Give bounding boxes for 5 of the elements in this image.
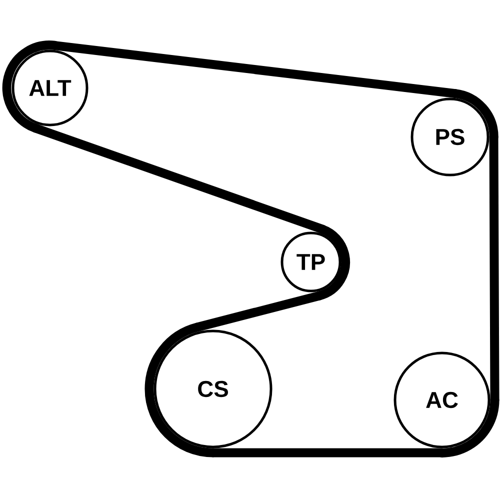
pulley: CS [154,330,272,448]
pulley: PS [410,98,490,176]
pulley: ALT [12,50,88,126]
pulley: AC [394,352,490,448]
pulley: TP [280,232,342,292]
